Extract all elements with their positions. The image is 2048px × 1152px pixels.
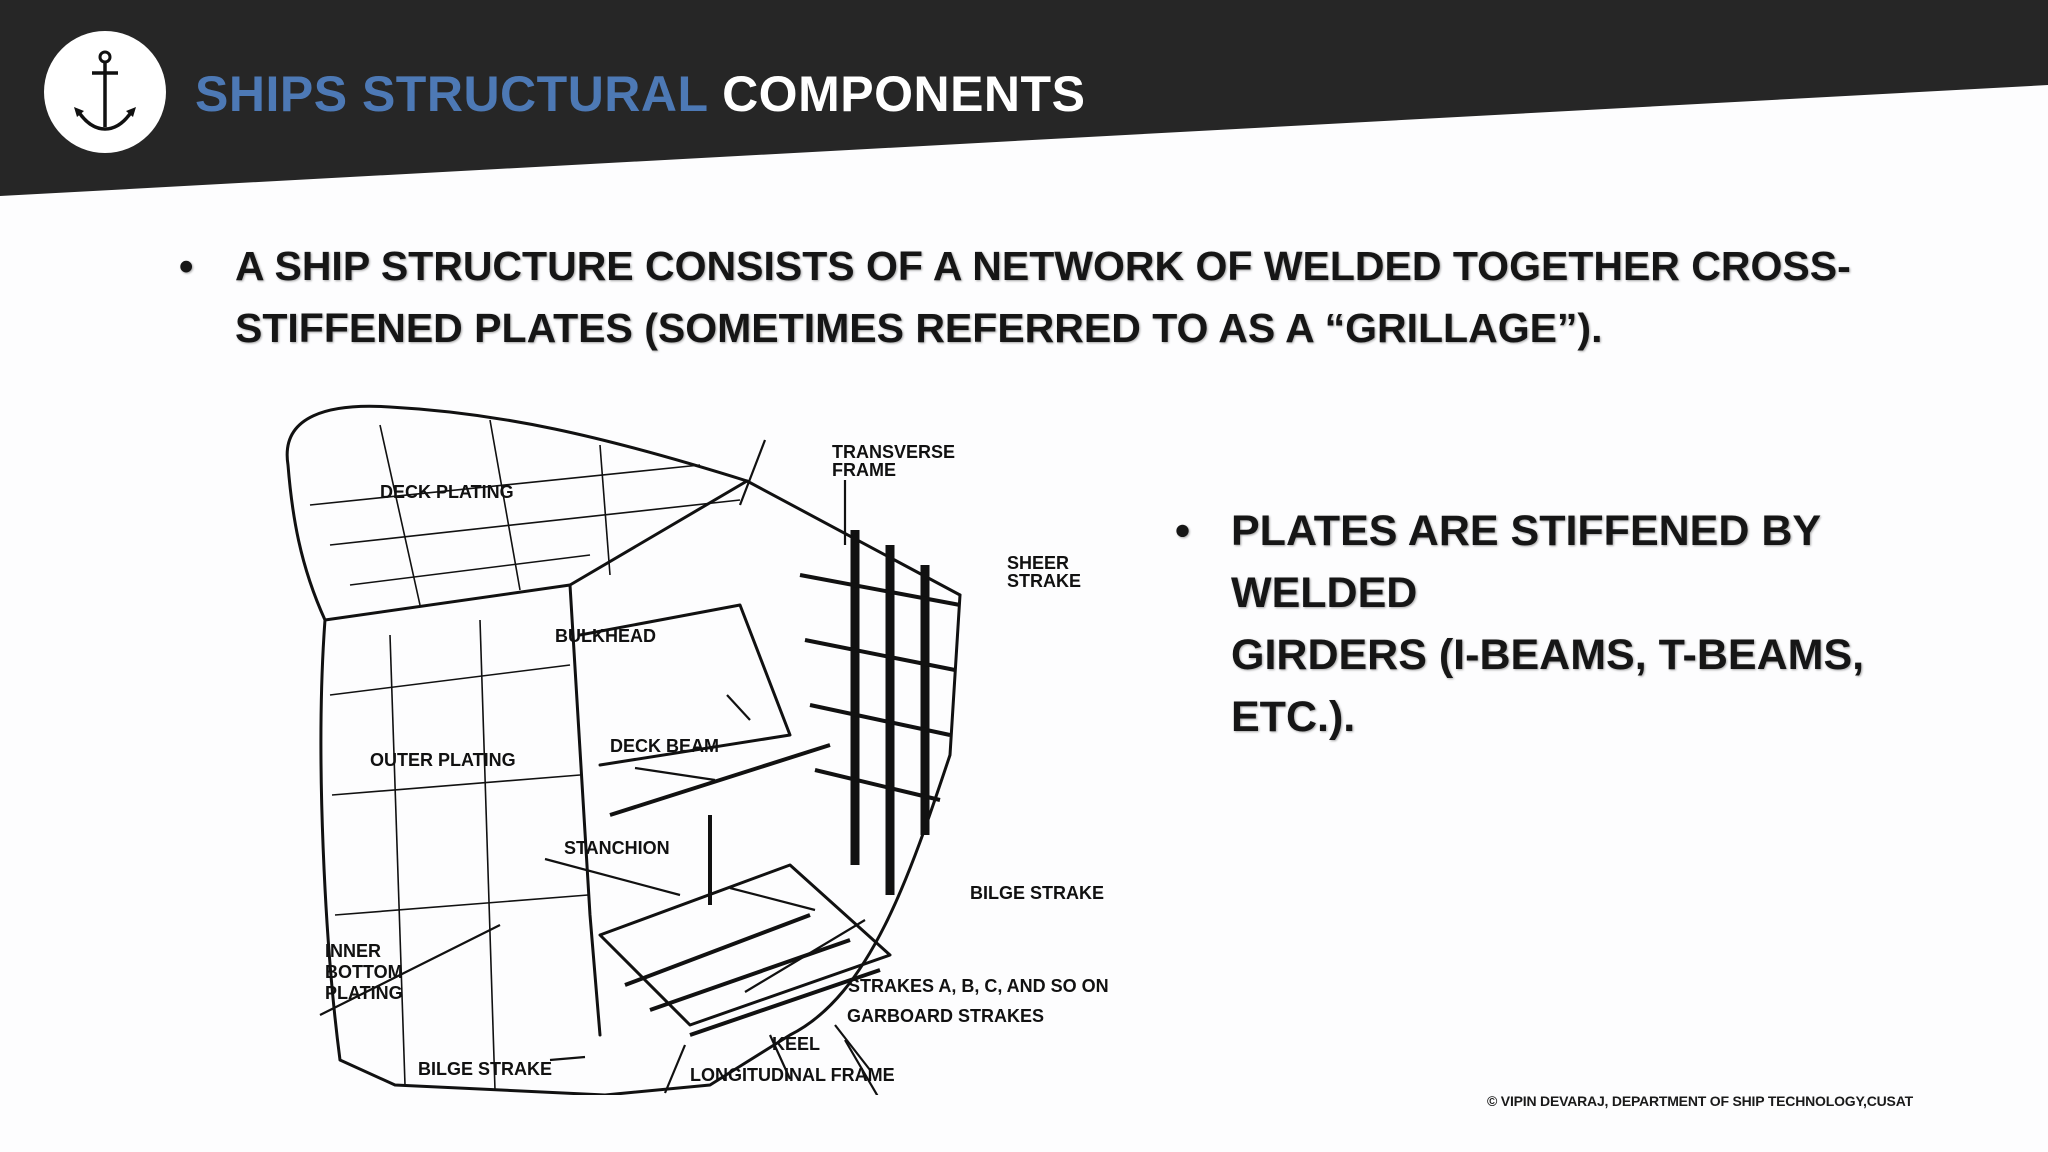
bullet-item-girders: • PLATES ARE STIFFENED BY WELDED GIRDERS… [1175, 500, 2011, 748]
longitudinal-stiffener [799, 573, 961, 607]
deck-seam [599, 444, 611, 576]
leader-line [834, 1024, 871, 1071]
bullet-item-grillage: • A SHIP STRUCTURE CONSISTS OF A NETWORK… [179, 235, 1935, 359]
bullet-line: ETC.). [1231, 693, 1356, 741]
header-bar [0, 0, 2048, 196]
label-keel: KEEL [772, 1034, 820, 1054]
bottom-longitudinal [689, 968, 881, 1037]
bullet-line: GIRDERS (I-BEAMS, T-BEAMS, [1231, 631, 1865, 679]
label-sheer-strake: STRAKE [1007, 571, 1081, 591]
leader-line [738, 439, 767, 506]
page-title: SHIPS STRUCTURAL COMPONENTS [195, 62, 1085, 126]
label-inner-bottom-plating: PLATING [325, 983, 403, 1003]
copyright-credit: © VIPIN DEVARAJ, DEPARTMENT OF SHIP TECH… [1487, 1093, 1913, 1109]
bullet-line: STIFFENED PLATES (SOMETIMES REFERRED TO … [235, 305, 1603, 351]
longitudinal-stiffener [809, 703, 951, 737]
bullet-line: A SHIP STRUCTURE CONSISTS OF A NETWORK O… [235, 243, 1851, 289]
leader-line [663, 1044, 687, 1094]
ship-section-diagram: DECK PLATING TRANSVERSE FRAME SHEER STRA… [270, 395, 1120, 1095]
longitudinal-stiffener [814, 768, 941, 802]
leader-line [844, 1039, 879, 1095]
bullet-marker: • [1175, 507, 1191, 555]
label-sheer-strake: SHEER [1007, 553, 1069, 573]
label-outer-plating: OUTER PLATING [370, 750, 516, 770]
logo-badge [44, 31, 166, 153]
hull-outline [319, 593, 962, 1095]
label-transverse-frame: FRAME [832, 460, 896, 480]
leader-line [768, 1034, 792, 1080]
leader-line [744, 919, 866, 993]
title-accent-text: SHIPS STRUCTURAL [195, 66, 708, 122]
label-longitudinal-frame: LONGITUDINAL FRAME [690, 1065, 895, 1085]
inner-bottom-edge [598, 863, 892, 1027]
leader-line [729, 886, 816, 912]
hull-seam [331, 774, 581, 796]
bottom-longitudinal [649, 938, 851, 1012]
hull-seam [334, 894, 589, 916]
label-deck-beam: DECK BEAM [610, 736, 719, 756]
hull-seam [329, 664, 571, 696]
hull-seam [389, 634, 406, 1086]
leader-line [319, 924, 501, 1016]
leader-line [634, 766, 716, 782]
title-main-text: COMPONENTS [722, 66, 1086, 122]
bulkhead-edge [578, 603, 792, 767]
deck-outline [285, 404, 749, 622]
label-deck-plating: DECK PLATING [380, 482, 514, 502]
label-bilge-strake-right: BILGE STRAKE [970, 883, 1104, 903]
label-bulkhead: BULKHEAD [555, 626, 656, 646]
deck-seam [329, 499, 741, 546]
anchor-icon [74, 50, 136, 131]
label-garboard-strakes: GARBOARD STRAKES [847, 1006, 1044, 1026]
ship-section-drawing: DECK PLATING TRANSVERSE FRAME SHEER STRA… [285, 404, 1109, 1095]
bottom-longitudinal [624, 913, 811, 987]
leader-line [544, 857, 681, 897]
deck-seam [349, 554, 591, 586]
deck-seam [379, 424, 421, 606]
deck-seam [489, 419, 521, 591]
leader-line [726, 694, 751, 721]
label-bilge-strake-left: BILGE STRAKE [418, 1059, 552, 1079]
bullet-marker: • [179, 243, 194, 289]
label-transverse-frame: TRANSVERSE [832, 442, 955, 462]
label-strakes: STRAKES A, B, C, AND SO ON [848, 976, 1109, 996]
cut-section [568, 583, 602, 1037]
longitudinal-stiffener [804, 638, 956, 672]
deck-seam [309, 464, 701, 506]
hull-seam [479, 619, 496, 1091]
bullet-line: PLATES ARE STIFFENED BY WELDED [1231, 507, 1821, 617]
label-inner-bottom-plating: BOTTOM [325, 962, 403, 982]
label-inner-bottom-plating: INNER [325, 941, 381, 961]
label-stanchion: STANCHION [564, 838, 670, 858]
leader-line [549, 1055, 586, 1062]
deck-beam [609, 743, 831, 817]
